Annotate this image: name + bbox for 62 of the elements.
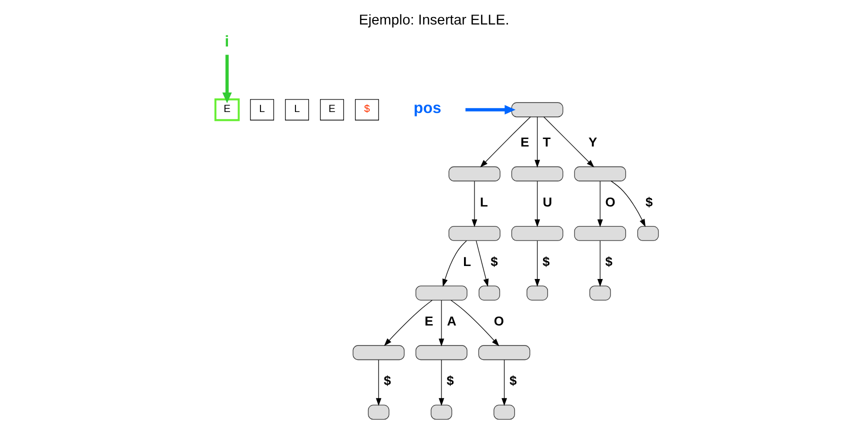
diagram-title: Ejemplo: Insertar ELLE. bbox=[358, 12, 509, 29]
node-box: E bbox=[320, 99, 344, 120]
edge-label: E bbox=[424, 313, 433, 328]
arrow bbox=[596, 180, 602, 228]
arrow bbox=[438, 360, 444, 406]
arrow bbox=[375, 360, 381, 406]
edge-label: $ bbox=[644, 194, 652, 210]
node-box bbox=[526, 286, 548, 300]
arrow bbox=[471, 180, 477, 228]
arrow bbox=[534, 180, 540, 228]
node-box bbox=[367, 404, 389, 420]
arrow bbox=[596, 240, 602, 287]
edge-label: O bbox=[604, 194, 615, 210]
node-box bbox=[510, 226, 563, 241]
node-box bbox=[448, 226, 500, 241]
edge-label: A bbox=[446, 313, 456, 328]
node-box bbox=[415, 286, 467, 300]
node-box bbox=[352, 345, 404, 360]
node-box bbox=[510, 102, 563, 118]
arrow bbox=[610, 180, 646, 227]
edge-label: L bbox=[479, 194, 488, 210]
arrow bbox=[480, 116, 530, 168]
arrow bbox=[438, 300, 444, 346]
node-box: L bbox=[250, 99, 274, 120]
node-box bbox=[588, 286, 610, 300]
node-box bbox=[493, 404, 514, 420]
edge-label: Y bbox=[588, 134, 597, 150]
arrow bbox=[501, 360, 506, 406]
edge-label: L bbox=[462, 254, 471, 269]
node-box bbox=[478, 286, 500, 300]
node-box: E bbox=[214, 98, 240, 122]
arrow bbox=[450, 300, 499, 346]
node-text: i bbox=[224, 33, 229, 50]
arrow bbox=[534, 240, 540, 287]
node-box bbox=[478, 345, 530, 360]
arrow bbox=[222, 54, 232, 104]
edge-label: T bbox=[542, 134, 550, 150]
node-box bbox=[574, 226, 626, 241]
edge-label: $ bbox=[446, 373, 454, 388]
edge-label: $ bbox=[490, 254, 498, 269]
arrow bbox=[442, 240, 466, 287]
node-text: pos bbox=[413, 100, 441, 118]
arrow bbox=[534, 116, 540, 168]
edge-label: E bbox=[520, 134, 529, 150]
edge-label: $ bbox=[604, 254, 612, 269]
node-box bbox=[415, 345, 467, 360]
arrow bbox=[384, 300, 432, 346]
arrow bbox=[464, 105, 516, 114]
node-box bbox=[636, 226, 658, 241]
node-box bbox=[448, 166, 500, 182]
node-box bbox=[510, 166, 563, 182]
edge-label: $ bbox=[508, 373, 516, 388]
node-box: $ bbox=[354, 99, 378, 120]
node-box bbox=[574, 166, 626, 182]
arrow bbox=[475, 240, 488, 287]
node-box: L bbox=[284, 99, 308, 120]
node-box bbox=[430, 404, 452, 420]
edge-label: U bbox=[542, 194, 552, 210]
arrow bbox=[542, 116, 594, 168]
edge-label: O bbox=[493, 313, 504, 328]
edge-label: $ bbox=[383, 373, 391, 388]
edge-label: $ bbox=[542, 254, 550, 269]
